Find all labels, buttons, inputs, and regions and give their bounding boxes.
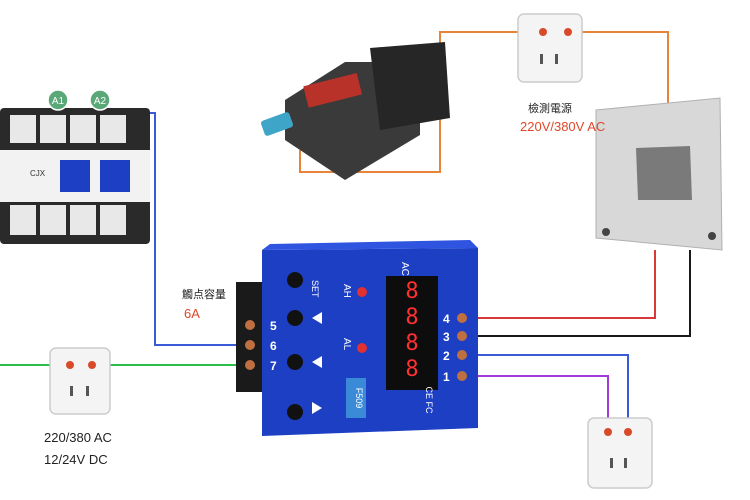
detection-power-label: 檢測電源 — [528, 103, 572, 115]
contactor: CJX A1 A2 — [0, 89, 150, 244]
coil-a1-label: A1 — [52, 96, 65, 107]
current-transformer — [595, 97, 723, 251]
arrow-left-icon — [312, 312, 322, 324]
terminal-2: 2 — [443, 349, 450, 363]
model-label: F509 — [354, 388, 364, 409]
enter-button[interactable] — [287, 404, 303, 420]
terminal-3: 3 — [443, 330, 450, 344]
display-digit-2: 8 — [405, 305, 418, 330]
arrow-down-icon — [312, 356, 322, 368]
display-digit-1: 8 — [405, 279, 418, 304]
down-button[interactable] — [287, 354, 303, 370]
terminal-4: 4 — [443, 312, 450, 326]
al-led — [357, 343, 367, 353]
ah-label: AH — [341, 284, 352, 298]
coil-a2-label: A2 — [94, 96, 107, 107]
contactor-brand: CJX — [30, 169, 46, 178]
detection-power-voltage: 220V/380V AC — [520, 119, 606, 134]
al-label: AL — [341, 338, 352, 351]
ac-label: AC — [399, 262, 410, 276]
wire-red-t4 — [470, 250, 656, 319]
terminal-6: 6 — [270, 339, 277, 353]
display-digit-4: 8 — [405, 357, 418, 382]
relay-controller: SET AC AH AL 8 8 8 8 F509 CE FC 5 6 7 4 … — [236, 240, 478, 436]
supply-voltage-line1: 220/380 AC — [44, 430, 112, 445]
set-button[interactable] — [287, 272, 303, 288]
arrow-right-icon — [312, 402, 322, 414]
set-label: SET — [310, 280, 320, 298]
supply-voltage-line2: 12/24V DC — [44, 452, 108, 467]
contact-capacity-label: 觸点容量 — [182, 289, 226, 301]
segment-display — [386, 276, 438, 390]
motor — [261, 42, 450, 180]
wire-blue-t2 — [470, 354, 629, 432]
socket-bottom-right — [587, 417, 653, 489]
terminal-5: 5 — [270, 319, 277, 333]
display-digit-3: 8 — [405, 331, 418, 356]
contact-capacity-value: 6A — [184, 306, 200, 321]
up-button[interactable] — [287, 310, 303, 326]
wire-purple-t1 — [470, 375, 609, 432]
wire-black-t3 — [470, 250, 691, 337]
socket-bottom-left — [49, 347, 111, 415]
terminal-1: 1 — [443, 370, 450, 384]
ah-led — [357, 287, 367, 297]
terminal-7: 7 — [270, 359, 277, 373]
wire-orange-top — [299, 31, 543, 173]
socket-top — [517, 13, 583, 83]
cert-label: CE FC — [424, 387, 434, 415]
